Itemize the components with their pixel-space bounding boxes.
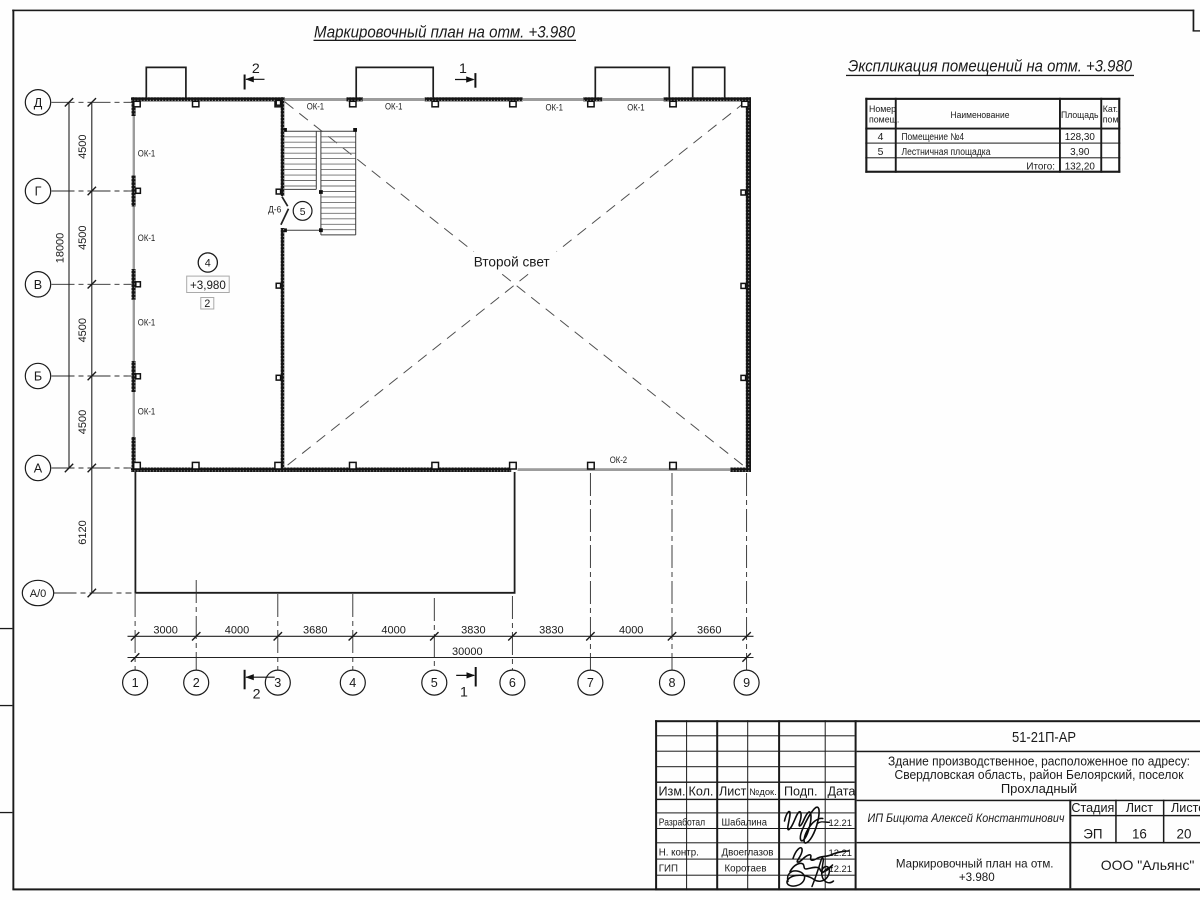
svg-text:18000: 18000 (55, 233, 67, 264)
svg-text:Д: Д (34, 96, 43, 110)
svg-text:+3,980: +3,980 (190, 279, 226, 292)
svg-text:Помещение №4: Помещение №4 (902, 132, 965, 143)
svg-text:Лист: Лист (719, 784, 747, 798)
svg-text:В: В (34, 278, 42, 292)
svg-text:128,30: 128,30 (1065, 132, 1096, 143)
svg-text:Шабалина: Шабалина (722, 817, 768, 828)
svg-text:Кат.: Кат. (1103, 104, 1118, 114)
svg-text:4500: 4500 (77, 134, 89, 158)
svg-text:Изм.: Изм. (659, 784, 686, 798)
svg-text:12.21: 12.21 (829, 863, 852, 874)
svg-text:Стадия: Стадия (1071, 801, 1114, 815)
svg-text:Второй свет: Второй свет (474, 254, 550, 269)
svg-text:4500: 4500 (77, 318, 89, 342)
svg-text:ОК-1: ОК-1 (138, 149, 155, 159)
svg-text:ОК-1: ОК-1 (138, 233, 155, 243)
svg-text:4: 4 (205, 258, 211, 270)
svg-text:16: 16 (1132, 826, 1147, 841)
svg-text:ЭП: ЭП (1083, 826, 1102, 841)
svg-text:Прохладный: Прохладный (1001, 781, 1077, 796)
svg-text:Маркировочный план на отм. +3.: Маркировочный план на отм. +3.980 (314, 23, 576, 42)
svg-text:ОК-1: ОК-1 (138, 318, 155, 328)
svg-text:Наименование: Наименование (951, 110, 1010, 120)
svg-text:6120: 6120 (77, 520, 89, 544)
svg-text:2: 2 (193, 676, 200, 690)
svg-text:12.21: 12.21 (829, 847, 852, 858)
svg-text:Н. контр.: Н. контр. (659, 848, 699, 859)
svg-text:ООО "Альянс": ООО "Альянс" (1101, 857, 1195, 873)
svg-text:ОК-1: ОК-1 (546, 103, 563, 113)
svg-text:Лестничная площадка: Лестничная площадка (902, 147, 991, 158)
svg-text:Б: Б (34, 370, 42, 384)
svg-text:20: 20 (1177, 826, 1192, 841)
svg-text:ОК-2: ОК-2 (610, 455, 627, 465)
svg-text:4: 4 (349, 676, 356, 690)
svg-text:4000: 4000 (225, 625, 249, 637)
svg-text:1: 1 (459, 61, 467, 77)
svg-text:Лист: Лист (1126, 801, 1154, 815)
svg-text:Маркировочный план на отм.: Маркировочный план на отм. (896, 858, 1054, 871)
svg-text:2: 2 (252, 61, 260, 77)
svg-text:Площадь: Площадь (1061, 110, 1099, 120)
svg-text:5: 5 (431, 676, 438, 690)
svg-text:4000: 4000 (381, 625, 405, 637)
svg-text:4: 4 (878, 132, 884, 143)
svg-text:3830: 3830 (539, 625, 563, 637)
svg-text:Листов: Листов (1171, 801, 1200, 815)
svg-text:4500: 4500 (77, 225, 89, 249)
svg-text:ИП Бицюта Алексей Константинов: ИП Бицюта Алексей Константинович (868, 812, 1065, 825)
svg-text:8: 8 (668, 676, 675, 690)
svg-text:9: 9 (743, 676, 750, 690)
svg-text:1: 1 (460, 685, 468, 701)
svg-text:30000: 30000 (452, 646, 483, 658)
svg-text:7: 7 (587, 676, 594, 690)
svg-text:Разработал: Разработал (659, 817, 705, 828)
svg-text:Экспликация помещений на отм.: Экспликация помещений на отм. +3.980 (848, 57, 1133, 76)
svg-text:Свердловская область, район Бе: Свердловская область, район Белоярский, … (895, 767, 1184, 782)
svg-text:Итого:: Итого: (1026, 161, 1055, 172)
svg-text:5: 5 (300, 207, 306, 218)
svg-text:4500: 4500 (77, 410, 89, 434)
svg-text:2: 2 (253, 687, 261, 703)
svg-text:ОК-1: ОК-1 (138, 406, 155, 416)
svg-text:51-21П-АР: 51-21П-АР (1012, 730, 1076, 746)
svg-text:3000: 3000 (153, 625, 177, 637)
svg-text:Коротаев: Коротаев (725, 863, 767, 874)
svg-text:Д-6: Д-6 (268, 205, 281, 216)
svg-text:3,90: 3,90 (1070, 147, 1090, 158)
svg-text:+3.980: +3.980 (959, 871, 995, 884)
svg-text:ОК-1: ОК-1 (307, 102, 324, 112)
svg-text:Здание производственное, распо: Здание производственное, расположенное п… (888, 754, 1190, 769)
svg-text:4000: 4000 (619, 625, 643, 637)
svg-text:Двоеглазов: Двоеглазов (722, 848, 774, 859)
svg-text:Кол.: Кол. (689, 784, 714, 798)
svg-text:6: 6 (509, 676, 516, 690)
svg-text:3680: 3680 (303, 625, 327, 637)
svg-text:А: А (34, 462, 43, 476)
svg-text:помещ.: помещ. (869, 115, 899, 125)
svg-text:Номер: Номер (869, 104, 896, 114)
svg-text:132,20: 132,20 (1065, 161, 1096, 172)
svg-text:2: 2 (204, 298, 210, 310)
svg-text:12.21: 12.21 (829, 817, 852, 828)
svg-text:А/0: А/0 (30, 588, 47, 600)
svg-text:ОК-1: ОК-1 (627, 103, 644, 113)
svg-text:3830: 3830 (461, 625, 485, 637)
svg-text:3660: 3660 (697, 625, 721, 637)
svg-text:Дата: Дата (828, 784, 856, 798)
svg-text:№док.: №док. (749, 786, 776, 797)
svg-text:1: 1 (132, 676, 139, 690)
svg-text:3: 3 (274, 676, 281, 690)
svg-text:Подп.: Подп. (784, 784, 817, 798)
svg-text:ОК-1: ОК-1 (385, 102, 402, 112)
svg-text:5: 5 (878, 147, 884, 158)
svg-text:ГИП: ГИП (659, 863, 678, 874)
svg-text:Г: Г (35, 185, 42, 199)
svg-text:пом.: пом. (1103, 115, 1121, 125)
